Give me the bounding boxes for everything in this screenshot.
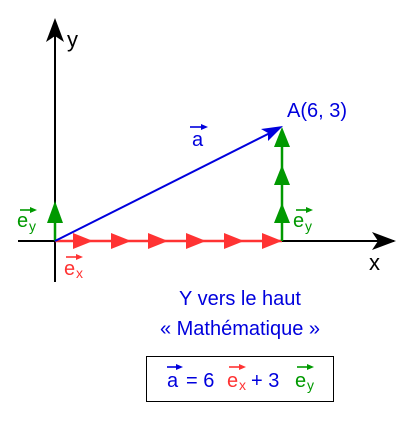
formula-ey: e [295,370,306,392]
caption-line-1: Y vers le haut [179,288,301,310]
ex-chain [55,233,282,249]
svg-text:x: x [76,265,83,281]
formula-box: a = 6 e x + 3 e y [146,356,334,402]
vector-a [54,126,283,242]
ex-arrowhead-1 [73,233,93,249]
formula-ex-sub: x [239,377,246,393]
ex-arrowhead-2 [111,233,131,249]
ex-arrowhead-3 [148,233,168,249]
formula-lhs: a [167,370,179,392]
ey-chain-label: e y [293,207,313,234]
svg-text:e: e [17,210,28,232]
svg-text:y: y [305,218,312,234]
ey-arrowhead-3 [274,127,290,147]
ey-origin-label: e y [17,207,37,234]
ey-origin [47,201,63,241]
formula-ex: e [227,370,238,392]
ex-arrowhead-5 [224,233,244,249]
vector-a-label: a [190,124,208,151]
y-axis-arrowhead [46,18,64,42]
svg-text:e: e [293,210,304,232]
ex-arrowhead-4 [186,233,206,249]
ey-arrowhead-2 [274,165,290,185]
svg-text:e: e [64,258,75,280]
point-a-label: A(6, 3) [287,100,347,122]
formula-plus: + 3 [251,370,279,392]
ey-chain [274,127,290,241]
ex-arrowhead-6 [262,233,282,249]
svg-text:a: a [192,129,204,151]
formula: a = 6 e x + 3 e y [167,364,314,393]
ex-label: e x [64,254,83,281]
y-axis-label: y [67,27,78,52]
x-axis-label: x [369,250,380,275]
caption-line-2: « Mathématique » [159,318,321,340]
ey-arrowhead-1 [274,203,290,223]
svg-text:y: y [29,218,36,234]
formula-eq: = 6 [186,370,214,392]
x-axis-arrowhead [372,232,396,250]
formula-ey-sub: y [307,377,314,393]
